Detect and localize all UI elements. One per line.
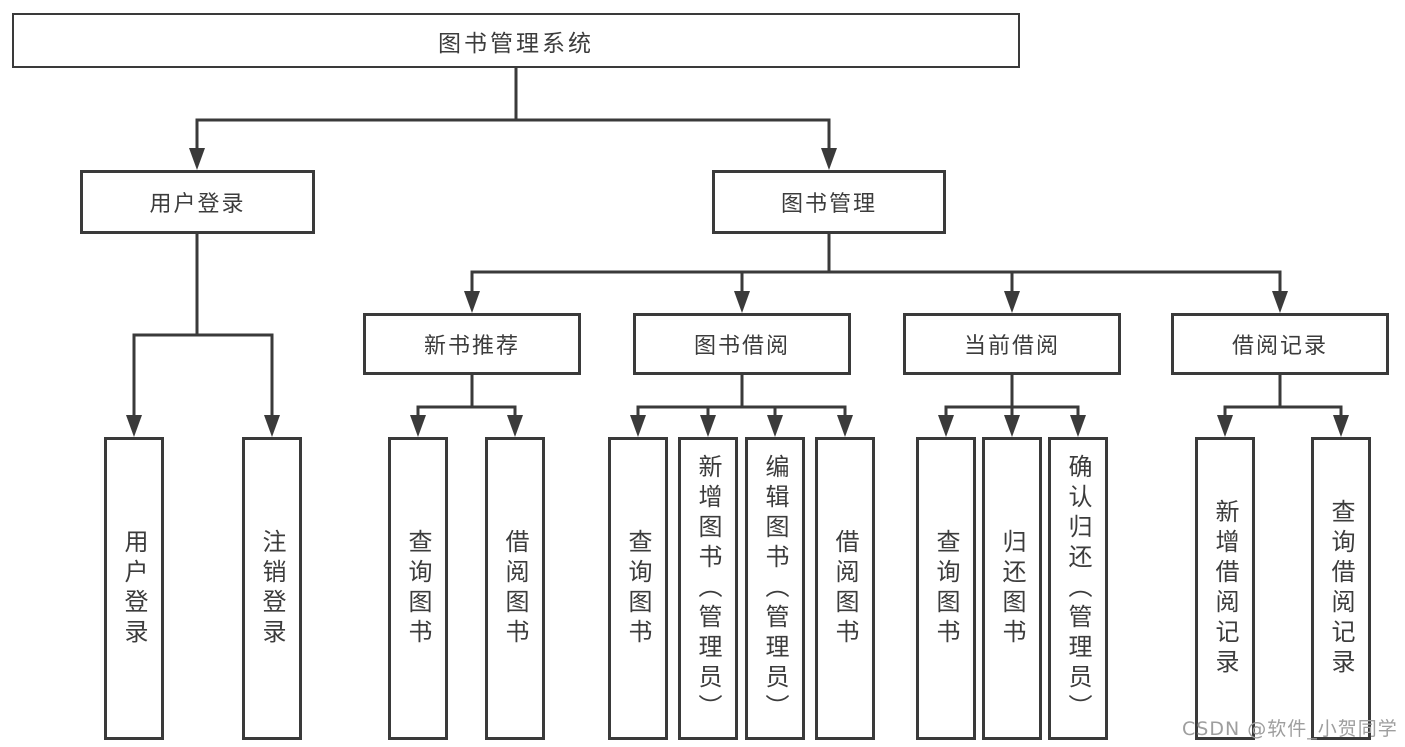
arrowhead [1333, 415, 1349, 437]
arrowhead [507, 415, 523, 437]
arrowhead [1272, 291, 1288, 313]
leaf-add-borrow-record-label: 新增借阅记录 [1211, 498, 1239, 679]
leaf-borrow-books-recommend: 借阅图书 [485, 437, 545, 740]
node-current-borrowing: 当前借阅 [903, 313, 1121, 375]
node-user-login-label: 用户登录 [149, 192, 246, 217]
leaf-edit-book-admin-label: 编辑图书（管理员） [761, 453, 789, 724]
leaf-logout: 注销登录 [242, 437, 302, 740]
leaf-edit-book-admin: 编辑图书（管理员） [745, 437, 805, 740]
leaf-return-books-label: 归还图书 [998, 528, 1026, 649]
node-book-borrowing: 图书借阅 [633, 313, 851, 375]
node-current-borrowing-label: 当前借阅 [963, 334, 1060, 359]
arrowhead [1004, 291, 1020, 313]
arrowhead [700, 415, 716, 437]
leaf-query-books-current-label: 查询图书 [932, 528, 960, 649]
leaf-user-login: 用户登录 [104, 437, 164, 740]
arrowhead [734, 291, 750, 313]
arrowhead [126, 415, 142, 437]
leaf-query-books-recommend: 查询图书 [388, 437, 448, 740]
node-book-borrowing-label: 图书借阅 [693, 334, 790, 359]
node-root-label: 图书管理系统 [438, 30, 594, 57]
arrowhead [189, 148, 205, 170]
leaf-query-books-current: 查询图书 [916, 437, 976, 740]
connector-borrowing-records-to-leaves [1217, 373, 1349, 437]
arrowhead [837, 415, 853, 437]
leaf-query-borrow-record: 查询借阅记录 [1311, 437, 1371, 740]
arrowhead [1004, 415, 1020, 437]
leaf-add-book-admin: 新增图书（管理员） [678, 437, 738, 740]
leaf-borrow-books: 借阅图书 [815, 437, 875, 740]
arrowhead [938, 415, 954, 437]
leaf-query-books-borrow-label: 查询图书 [624, 528, 652, 649]
arrowhead [464, 291, 480, 313]
leaf-add-book-admin-label: 新增图书（管理员） [694, 453, 722, 724]
arrowhead [410, 415, 426, 437]
node-borrowing-records-label: 借阅记录 [1231, 334, 1328, 359]
node-new-book-recommendation: 新书推荐 [363, 313, 581, 375]
arrowhead [630, 415, 646, 437]
node-new-book-recommendation-label: 新书推荐 [423, 334, 520, 359]
leaf-borrow-books-label: 借阅图书 [831, 528, 859, 649]
arrowhead [1070, 415, 1086, 437]
connector-current-borrowing-to-leaves [938, 373, 1086, 437]
node-user-login: 用户登录 [80, 170, 315, 234]
node-borrowing-records: 借阅记录 [1171, 313, 1389, 375]
leaf-confirm-return-admin-label: 确认归还（管理员） [1064, 453, 1092, 724]
connector-user-login-to-leaves [126, 232, 280, 437]
node-root: 图书管理系统 [12, 13, 1020, 68]
leaf-user-login-label: 用户登录 [120, 528, 148, 649]
leaf-logout-label: 注销登录 [258, 528, 286, 649]
connector-new-book-recommendation-to-leaves [410, 373, 523, 437]
connector-book-borrowing-to-leaves [630, 373, 853, 437]
arrowhead [767, 415, 783, 437]
leaf-add-borrow-record: 新增借阅记录 [1195, 437, 1255, 740]
arrowhead [1217, 415, 1233, 437]
leaf-query-books-recommend-label: 查询图书 [404, 528, 432, 649]
connector-root-to-level2 [189, 66, 837, 170]
node-book-management: 图书管理 [712, 170, 946, 234]
leaf-query-borrow-record-label: 查询借阅记录 [1327, 498, 1355, 679]
arrowhead [264, 415, 280, 437]
node-book-management-label: 图书管理 [780, 192, 877, 217]
leaf-borrow-books-recommend-label: 借阅图书 [501, 528, 529, 649]
connector-book-management-to-level3 [464, 232, 1288, 313]
leaf-confirm-return-admin: 确认归还（管理员） [1048, 437, 1108, 740]
leaf-return-books: 归还图书 [982, 437, 1042, 740]
arrowhead [821, 148, 837, 170]
leaf-query-books-borrow: 查询图书 [608, 437, 668, 740]
csdn-watermark: CSDN @软件_小贺同学 [1182, 718, 1398, 740]
